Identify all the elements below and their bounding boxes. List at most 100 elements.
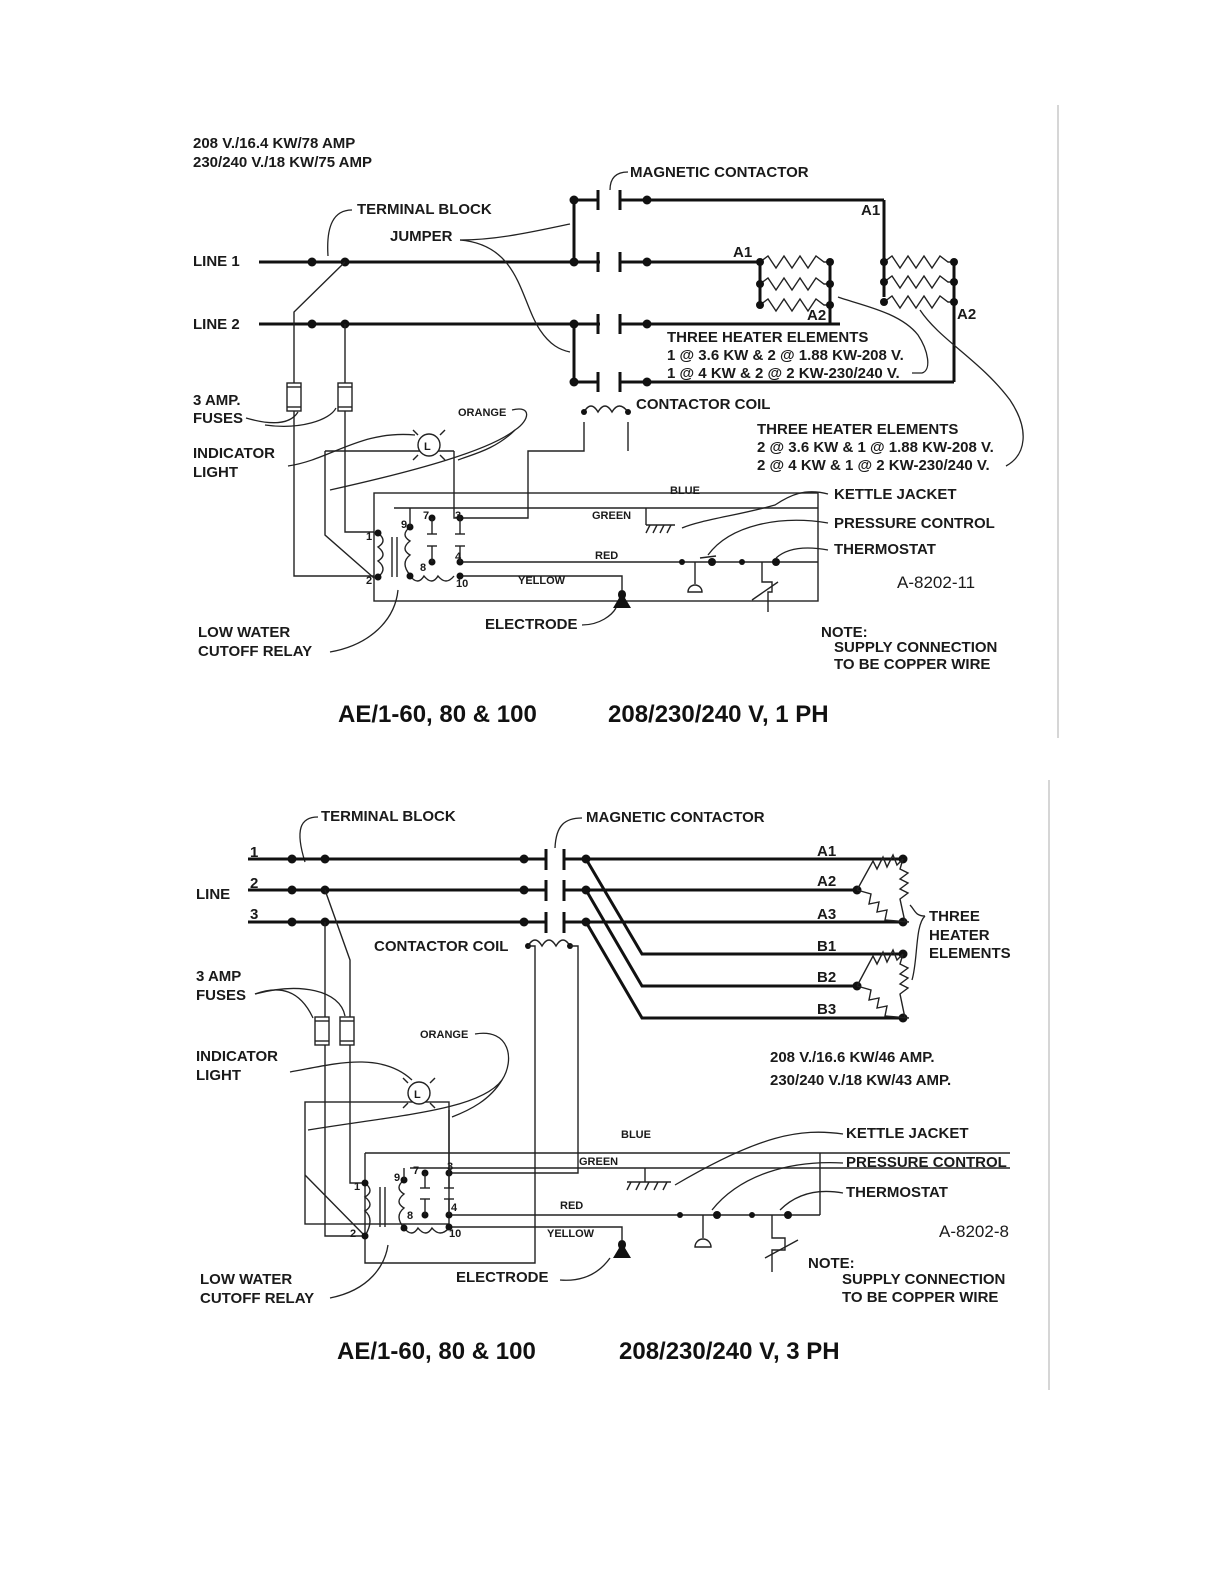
fuses-label-2: FUSES xyxy=(196,987,246,1004)
terminal-10: 10 xyxy=(456,578,468,590)
terminal-8: 8 xyxy=(407,1210,413,1222)
heater-label-3: ELEMENTS xyxy=(929,945,1011,962)
fuse-pointer-1 xyxy=(245,411,299,424)
rating-text-2: 230/240 V./18 KW/75 AMP xyxy=(193,154,372,171)
red-wire-label: RED xyxy=(595,550,618,562)
heater-delta-a xyxy=(852,853,910,927)
pressure-control-symbol xyxy=(677,1211,721,1248)
red-wire-label: RED xyxy=(560,1200,583,1212)
three-phase-lines xyxy=(248,849,903,1020)
indicator-label-2: LIGHT xyxy=(196,1067,241,1084)
pressure-control-pointer xyxy=(707,519,829,556)
output-a3-label: A3 xyxy=(817,906,836,923)
thermostat-pointer xyxy=(775,547,829,559)
contactor-coil-symbol xyxy=(583,405,629,414)
terminal-9: 9 xyxy=(401,519,407,531)
line-2-number: 2 xyxy=(250,875,258,892)
electrode-label: ELECTRODE xyxy=(456,1269,549,1286)
contactor-coil-label: CONTACTOR COIL xyxy=(636,396,770,413)
kettle-jacket-ground-symbol xyxy=(645,524,675,534)
orange-wire-label: ORANGE xyxy=(420,1029,468,1041)
output-a1-label: A1 xyxy=(817,843,836,860)
magnetic-contactor-symbol xyxy=(596,190,954,392)
electrode-symbol xyxy=(613,590,631,608)
orange-pointer-left xyxy=(307,1032,510,1131)
heater-delta-b xyxy=(852,948,910,1023)
output-b2-label: B2 xyxy=(817,969,836,986)
electrode-pointer xyxy=(581,607,617,626)
heater-pointer-a xyxy=(909,904,926,917)
terminal-3: 3 xyxy=(455,510,461,522)
terminal-1: 1 xyxy=(354,1181,360,1193)
pressure-control-label: PRESSURE CONTROL xyxy=(834,515,995,532)
note-line-2: TO BE COPPER WIRE xyxy=(834,656,990,673)
green-wire-label: GREEN xyxy=(579,1156,618,1168)
fuse-pointer-1 xyxy=(254,989,314,1019)
terminal-7: 7 xyxy=(413,1165,419,1177)
heater-set-1-208v: 1 @ 3.6 KW & 2 @ 1.88 KW-208 V. xyxy=(667,347,904,364)
lamp-letter: L xyxy=(424,441,431,453)
electrode-label: ELECTRODE xyxy=(485,616,578,633)
contactor-pointer xyxy=(609,171,629,191)
heater-1-a1-label: A1 xyxy=(733,244,752,261)
diagram-title-power: 208/230/240 V, 3 PH xyxy=(619,1338,840,1365)
orange-pointer-right xyxy=(451,1079,503,1118)
blue-wire-label: BLUE xyxy=(621,1129,651,1141)
thermostat-symbol xyxy=(739,558,780,612)
line-1-wire xyxy=(259,257,600,267)
rating-text-1: 208 V./16.4 KW/78 AMP xyxy=(193,135,355,152)
terminal-4: 4 xyxy=(455,551,462,563)
yellow-wire-label: YELLOW xyxy=(518,575,566,587)
heater-set-2-208v: 2 @ 3.6 KW & 1 @ 1.88 KW-208 V. xyxy=(757,439,994,456)
indicator-label-2: LIGHT xyxy=(193,464,238,481)
diagram-single-phase: 208 V./16.4 KW/78 AMP 230/240 V./18 KW/7… xyxy=(193,135,1024,728)
heater-bank-2 xyxy=(880,200,958,382)
kettle-jacket-pointer xyxy=(681,491,829,529)
pressure-control-pointer xyxy=(711,1161,844,1211)
heater-label-2: HEATER xyxy=(929,927,990,944)
terminal-block-dot xyxy=(307,319,317,329)
terminal-block-pointer xyxy=(327,209,353,257)
terminal-block-pointer xyxy=(299,816,319,863)
heater-set-2-pointer xyxy=(919,309,1024,467)
kettle-jacket-ground-symbol xyxy=(626,1181,671,1191)
heater-set-2-title: THREE HEATER ELEMENTS xyxy=(757,421,958,438)
note-title: NOTE: xyxy=(821,624,868,641)
heater-1-a2-label: A2 xyxy=(807,307,826,324)
electrode-symbol xyxy=(613,1240,631,1258)
diagram-title-model: AE/1-60, 80 & 100 xyxy=(338,701,537,728)
fuse-1 xyxy=(286,382,302,412)
output-b3-label: B3 xyxy=(817,1001,836,1018)
diagram-title-power: 208/230/240 V, 1 PH xyxy=(608,701,829,728)
low-water-cutoff-relay-symbol xyxy=(361,1110,454,1240)
indicator-label-1: INDICATOR xyxy=(193,445,275,462)
lamp-letter: L xyxy=(414,1089,421,1101)
indicator-pointer xyxy=(287,433,416,467)
jumper-pointer-bottom xyxy=(459,239,571,353)
low-water-cutoff-relay-symbol xyxy=(374,508,465,582)
diagram-title-model: AE/1-60, 80 & 100 xyxy=(337,1338,536,1365)
heater-pointer-b xyxy=(911,915,926,981)
jumper-label: JUMPER xyxy=(390,228,453,245)
lwc-label-2: CUTOFF RELAY xyxy=(200,1290,314,1307)
terminal-8: 8 xyxy=(420,562,426,574)
blue-wire-label: BLUE xyxy=(670,485,700,497)
kettle-jacket-pointer xyxy=(674,1131,844,1186)
fuses-label-2: FUSES xyxy=(193,410,243,427)
indicator-pointer xyxy=(289,1061,413,1081)
contactor-coil-symbol xyxy=(527,939,571,948)
thermostat-label: THERMOSTAT xyxy=(846,1184,948,1201)
terminal-2: 2 xyxy=(366,575,372,587)
heater-2-a2-label: A2 xyxy=(957,306,976,323)
heater-set-2-240v: 2 @ 4 KW & 1 @ 2 KW-230/240 V. xyxy=(757,457,990,474)
heater-set-1-title: THREE HEATER ELEMENTS xyxy=(667,329,868,346)
magnetic-contactor-label: MAGNETIC CONTACTOR xyxy=(630,164,809,181)
lwc-label-1: LOW WATER xyxy=(200,1271,292,1288)
heater-set-1-240v: 1 @ 4 KW & 2 @ 2 KW-230/240 V. xyxy=(667,365,900,382)
terminal-1: 1 xyxy=(366,531,372,543)
output-b1-label: B1 xyxy=(817,938,836,955)
line-3-number: 3 xyxy=(250,906,258,923)
drawing-code: A-8202-11 xyxy=(897,573,975,592)
rating-text-1: 208 V./16.6 KW/46 AMP. xyxy=(770,1049,935,1066)
orange-wire-label: ORANGE xyxy=(458,407,506,419)
